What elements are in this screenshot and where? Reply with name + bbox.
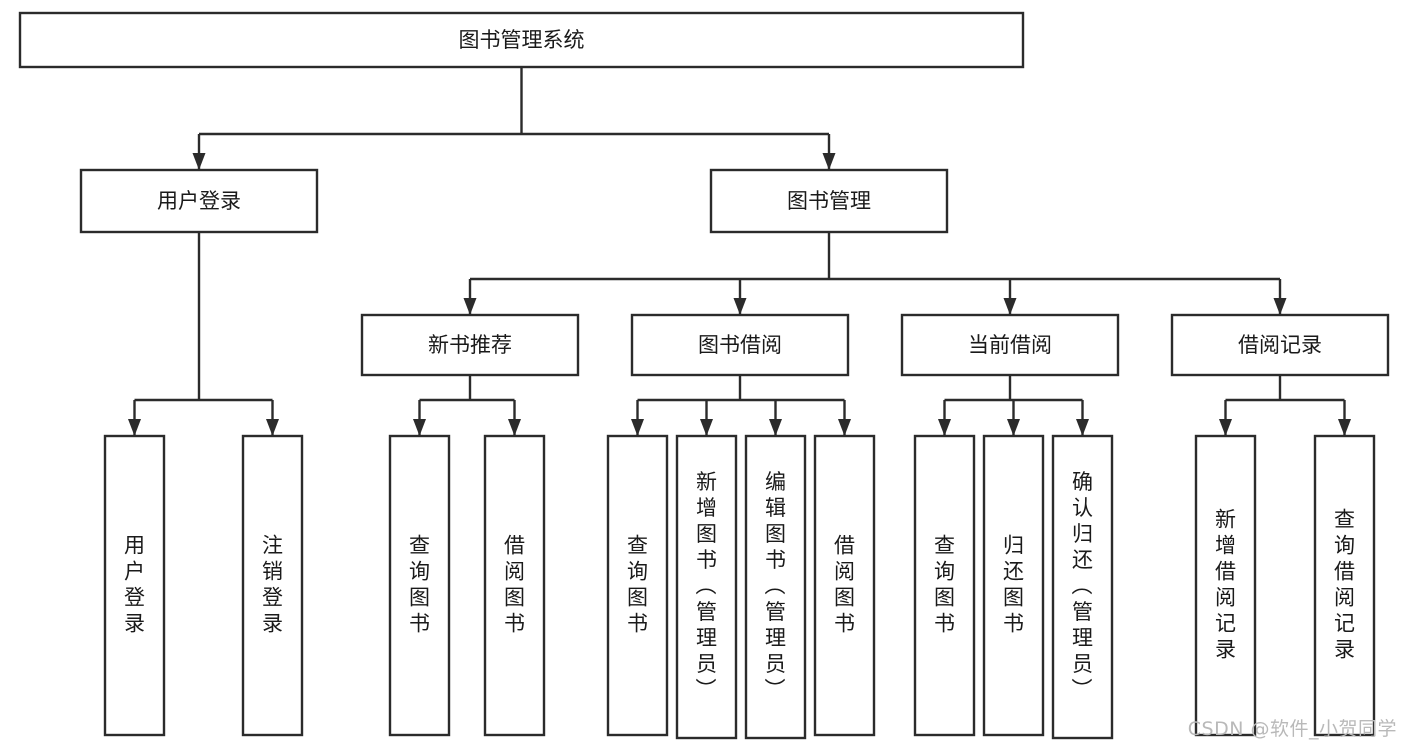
- arrow-head: [128, 419, 141, 436]
- node-box-recommend-query-book[interactable]: [388, 434, 451, 737]
- node-box-current-confirm-return[interactable]: [1051, 434, 1114, 740]
- csdn-watermark: CSDN @软件_小贺同学: [1187, 718, 1397, 740]
- arrow-head: [769, 419, 782, 436]
- node-label-new-book-recommend: 新书推荐: [428, 333, 512, 357]
- arrow-head: [631, 419, 644, 436]
- node-box-book-borrow[interactable]: [630, 313, 850, 377]
- arrow-head: [1076, 419, 1089, 436]
- node-label-user-login: 用户登录: [157, 189, 241, 213]
- node-box-borrow-borrow-book[interactable]: [813, 434, 876, 737]
- node-box-borrow-record[interactable]: [1170, 313, 1390, 377]
- node-label-current-borrow: 当前借阅: [968, 333, 1052, 357]
- arrow-head: [1338, 419, 1351, 436]
- node-box-current-query-book[interactable]: [913, 434, 976, 737]
- node-label-record-query: 查询借阅记录: [1334, 508, 1355, 662]
- node-label-recommend-query-book: 查询图书: [409, 534, 430, 636]
- node-label-borrow-borrow-book: 借阅图书: [834, 534, 855, 636]
- node-box-borrow-query-book[interactable]: [606, 434, 669, 737]
- node-box-borrow-add-book[interactable]: [675, 434, 738, 740]
- node-box-root[interactable]: [18, 11, 1025, 69]
- arrow-head: [463, 298, 477, 315]
- node-label-borrow-query-book: 查询图书: [627, 534, 648, 636]
- node-label-borrow-edit-book: 编辑图书（管理员）: [765, 470, 787, 702]
- node-box-current-borrow[interactable]: [900, 313, 1120, 377]
- node-label-record-add: 新增借阅记录: [1215, 508, 1236, 662]
- node-label-user-logout: 注销登录: [262, 534, 283, 636]
- arrow-head: [413, 419, 426, 436]
- node-box-user-logout[interactable]: [241, 434, 304, 737]
- node-label-book-borrow: 图书借阅: [698, 333, 782, 357]
- node-label-current-return-book: 归还图书: [1003, 534, 1024, 636]
- arrow-head: [1007, 419, 1020, 436]
- node-label-user-login-do: 用户登录: [124, 534, 145, 636]
- node-box-record-query[interactable]: [1313, 434, 1376, 737]
- node-box-user-login[interactable]: [79, 168, 319, 234]
- node-label-root: 图书管理系统: [459, 28, 585, 52]
- node-box-current-return-book[interactable]: [982, 434, 1045, 737]
- arrow-head: [508, 419, 521, 436]
- node-label-current-query-book: 查询图书: [934, 534, 955, 636]
- arrow-head: [822, 153, 836, 170]
- node-box-user-login-do[interactable]: [103, 434, 166, 737]
- arrow-head: [1003, 298, 1017, 315]
- arrow-head: [838, 419, 851, 436]
- node-box-record-add[interactable]: [1194, 434, 1257, 737]
- arrow-head: [700, 419, 713, 436]
- arrow-head: [266, 419, 279, 436]
- arrow-head: [938, 419, 951, 436]
- node-box-book-manage[interactable]: [709, 168, 949, 234]
- node-box-recommend-borrow-book[interactable]: [483, 434, 546, 737]
- node-label-book-manage: 图书管理: [787, 189, 871, 213]
- arrow-head: [1273, 298, 1287, 315]
- connector-layer: [128, 67, 1351, 436]
- node-label-borrow-record: 借阅记录: [1238, 333, 1322, 357]
- node-layer: 图书管理系统用户登录用户登录注销登录图书管理新书推荐查询图书借阅图书图书借阅查询…: [18, 11, 1390, 740]
- node-box-borrow-edit-book[interactable]: [744, 434, 807, 740]
- arrow-head: [733, 298, 747, 315]
- arrow-head: [1219, 419, 1232, 436]
- node-box-new-book-recommend[interactable]: [360, 313, 580, 377]
- arrow-head: [192, 153, 206, 170]
- node-label-current-confirm-return: 确认归还（管理员）: [1072, 470, 1094, 702]
- node-label-borrow-add-book: 新增图书（管理员）: [696, 470, 718, 702]
- node-label-recommend-borrow-book: 借阅图书: [504, 534, 525, 636]
